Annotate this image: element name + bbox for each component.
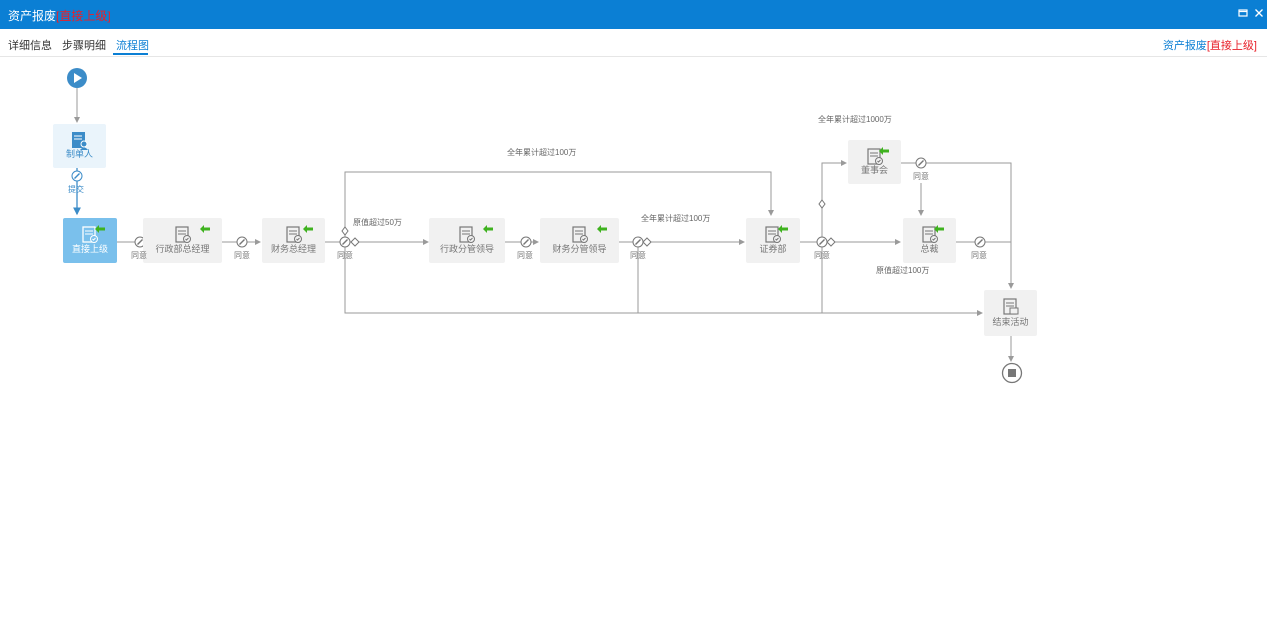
- node-finance-gm[interactable]: 财务总经理: [262, 218, 325, 263]
- return-arrow-icon: [934, 225, 944, 233]
- edge-markers: [71, 157, 986, 248]
- tab-flowchart[interactable]: 流程图: [116, 40, 149, 52]
- edge-securities-board: [821, 160, 847, 242]
- return-arrow-icon: [597, 225, 607, 233]
- edge-label-submit: 提交: [68, 185, 84, 194]
- condition-label: 全年累计超过100万: [507, 148, 577, 157]
- edge-label-agree: 同意: [234, 251, 250, 260]
- node-maker[interactable]: 制单人: [53, 124, 106, 168]
- return-arrow-icon: [303, 225, 313, 233]
- gateway-diamond-2: [642, 237, 652, 247]
- node-direct-superior[interactable]: 直接上级: [63, 218, 117, 263]
- window-titlebar: 资产报废[直接上级]: [0, 0, 1267, 29]
- node-label: 行政部总经理: [155, 244, 210, 254]
- return-arrow-icon: [879, 147, 889, 155]
- approve-doc-icon: [765, 226, 781, 243]
- node-securities[interactable]: 证券部: [746, 218, 800, 263]
- approve-doc-icon: [459, 226, 475, 243]
- approve-doc-icon: [174, 226, 191, 243]
- node-admin-leader[interactable]: 行政分管领导: [429, 218, 505, 263]
- node-end-activity[interactable]: 结束活动: [984, 290, 1037, 336]
- pencil-icon: [236, 236, 248, 248]
- edge-label-agree: 同意: [517, 251, 533, 260]
- pencil-icon: [520, 236, 532, 248]
- process-name-link[interactable]: 资产报废[直接上级]: [1163, 37, 1257, 53]
- edge-loop-year100: [344, 171, 774, 242]
- flow-connectors: [67, 68, 1023, 384]
- end-doc-icon: [1002, 298, 1018, 315]
- user-form-icon: [71, 132, 88, 150]
- gateway-diamond-5: [341, 226, 349, 236]
- tab-step-details[interactable]: 步骤明细: [62, 40, 106, 52]
- edge-board-end: [900, 162, 1014, 289]
- gateway-diamond-1: [350, 237, 360, 247]
- close-icon[interactable]: [1252, 6, 1266, 22]
- active-tab-indicator: [113, 53, 148, 55]
- node-label: 财务分管领导: [552, 244, 607, 254]
- return-arrow-icon: [483, 225, 493, 233]
- end-event-icon: [1001, 362, 1023, 384]
- window-title-suffix: [直接上级]: [56, 9, 111, 23]
- condition-label: 全年累计超过100万: [641, 214, 711, 223]
- edge-label-agree: 同意: [131, 251, 147, 260]
- node-label: 董事会: [860, 165, 888, 175]
- node-admin-gm[interactable]: 行政部总经理: [143, 218, 222, 263]
- approve-doc-icon: [866, 148, 883, 165]
- gateway-diamond-4: [818, 199, 826, 209]
- edge-label-agree: 同意: [337, 251, 353, 260]
- node-board[interactable]: 董事会: [848, 140, 901, 184]
- node-label: 行政分管领导: [439, 244, 494, 254]
- node-label: 财务总经理: [270, 244, 316, 254]
- edge-bypass-financegm-end: [344, 242, 983, 316]
- node-label: 总裁: [920, 244, 939, 254]
- edge-label-agree: 同意: [814, 251, 830, 260]
- process-name-text: 资产报废: [1162, 40, 1207, 52]
- edge-label-agree: 同意: [630, 251, 646, 260]
- approve-doc-icon: [921, 226, 938, 243]
- pencil-icon: [915, 157, 927, 169]
- start-event-icon: [67, 68, 87, 88]
- pencil-icon: [816, 236, 828, 248]
- pencil-icon: [632, 236, 644, 248]
- node-label: 结束活动: [992, 317, 1029, 327]
- tab-bar: 详细信息 步骤明细 流程图 资产报废[直接上级]: [0, 29, 1267, 57]
- condition-label: 原值超过100万: [876, 266, 930, 275]
- tab-details[interactable]: 详细信息: [8, 40, 52, 52]
- gateway-diamond-3: [826, 237, 836, 247]
- pencil-icon: [339, 236, 351, 248]
- edge-label-agree: 同意: [971, 251, 987, 260]
- approve-doc-icon: [82, 226, 98, 243]
- approve-doc-icon: [285, 226, 302, 243]
- submit-circle-icon: [71, 170, 83, 182]
- condition-label: 原值超过50万: [353, 218, 402, 227]
- flowchart-canvas: 制单人 提交 直接上级 行政部总经理 财务总经理 行政分管领导 财务分管领导 证…: [0, 57, 1267, 635]
- process-name-suffix: [直接上级]: [1206, 40, 1257, 52]
- edge-label-agree: 同意: [913, 172, 929, 181]
- window-title-text: 资产报废: [8, 9, 57, 23]
- node-ceo[interactable]: 总裁: [903, 218, 956, 263]
- return-arrow-icon: [95, 225, 105, 233]
- node-label: 证券部: [759, 244, 787, 254]
- return-arrow-icon: [778, 225, 788, 233]
- return-arrow-icon: [200, 225, 210, 233]
- pencil-icon: [974, 236, 986, 248]
- window-title: 资产报废[直接上级]: [8, 7, 111, 24]
- restore-icon[interactable]: [1236, 6, 1250, 22]
- condition-label: 全年累计超过1000万: [818, 115, 892, 124]
- node-label: 制单人: [65, 149, 93, 159]
- node-label: 直接上级: [71, 244, 108, 254]
- approve-doc-icon: [571, 226, 588, 243]
- node-finance-leader[interactable]: 财务分管领导: [540, 218, 619, 263]
